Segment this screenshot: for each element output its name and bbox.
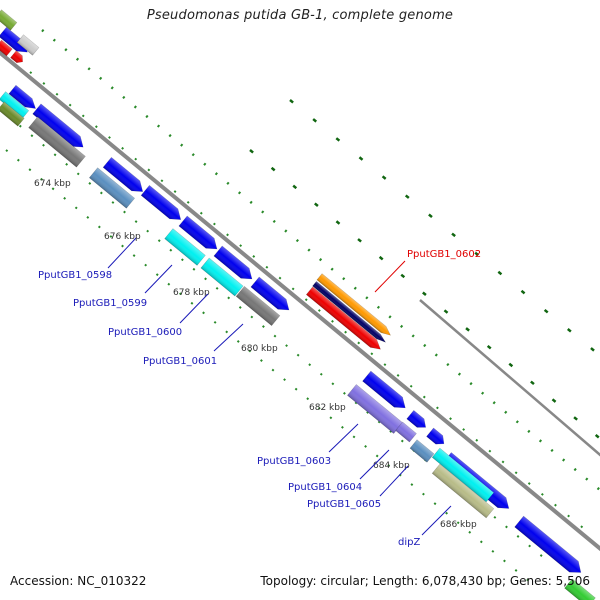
gene-label: PputGB1_0604 [288,482,362,493]
label-leader-line [421,505,452,536]
tick-label: 686 kbp [440,520,477,530]
gene-label: PputGB1_0602 [407,249,481,260]
gene-block [305,286,381,350]
gene-block [431,447,495,503]
gene-block-shade [0,9,17,31]
gene-block [213,245,253,280]
gene-block [250,276,290,311]
gene-block-shade [0,91,29,119]
gene-block [28,116,86,168]
gene-block [312,281,387,343]
tick-label: 678 kbp [173,288,210,298]
tick-label: 676 kbp [104,232,141,242]
label-leader-line [379,465,409,497]
gene-block [140,185,182,220]
tick-label: 674 kbp [34,179,71,189]
gene-block [102,157,144,192]
gene-block-shade [141,185,181,220]
gene-block [200,257,244,297]
tick-label: 682 kbp [309,403,346,413]
gene-block [395,421,417,443]
gene-block-shade [432,448,494,502]
label-leader-line [328,423,359,453]
label-leader-line [213,323,244,352]
gene-block-shade [426,428,444,445]
gene-block [362,370,406,409]
gene-block-shade [8,85,36,109]
gene-block-shade [178,215,217,249]
gene-label: PputGB1_0605 [307,499,381,510]
gc-content-track [29,71,587,531]
outer-tick-track [249,149,600,441]
gene-block-shade [0,40,13,56]
gene-block [316,273,391,336]
gene-block-shade [250,276,289,310]
gene-block-shade [347,384,403,434]
accession-text: Accession: NC_010322 [10,574,147,588]
inner-backbone-line [419,299,600,457]
gene-block [88,167,136,209]
gene-label: dipZ [398,537,420,548]
gene-block-shade [0,27,28,53]
gene-block-shade [164,228,206,266]
gene-block-shade [316,273,391,336]
gene-label: PputGB1_0603 [257,456,331,467]
gene-block-shade [564,578,596,600]
gene-block-shade [395,422,417,442]
gene-block-shade [10,50,23,63]
gene-block [32,103,84,148]
gene-label: PputGB1_0599 [73,298,147,309]
gene-label: PputGB1_0598 [38,270,112,281]
gene-block-shade [89,167,135,209]
gene-block [0,9,18,31]
gene-block-shade [103,157,143,192]
gene-block [514,515,582,573]
backbone-line [0,50,600,552]
map-title: Pseudomonas putida GB-1, complete genome [146,8,454,23]
gene-block [8,84,36,109]
gene-block [235,286,281,326]
gene-block [406,410,427,428]
label-leader-line [144,264,173,294]
gene-block-shade [306,286,381,350]
gene-block-shade [362,371,406,408]
gene-block [409,439,435,463]
gene-label: PputGB1_0601 [143,356,217,367]
topology-text: Topology: circular; Length: 6,078,430 bp… [260,574,590,588]
gene-block-shade [410,439,434,463]
gene-block-shade [32,103,84,148]
gene-block [0,39,13,57]
gene-block [0,91,30,119]
gene-block [10,50,23,64]
gene-block-shade [312,281,386,343]
gene-block-shade [200,257,244,297]
ruler-track [5,149,532,584]
gene-block [431,463,495,519]
label-leader-line [179,293,209,324]
gene-block [564,578,596,600]
outer-tick-track-2 [289,99,600,358]
label-leader-line [107,237,137,269]
gene-block-shade [213,245,252,279]
gene-block [178,215,218,250]
gc-skew-track [41,29,600,492]
gene-block [164,228,206,266]
label-leader-line [374,260,406,293]
gene-block [16,34,40,56]
gene-block [0,101,25,127]
gene-block-shade [0,101,25,127]
label-leader-line [359,449,390,480]
gene-block-shade [28,116,86,168]
gene-label: PputGB1_0600 [108,327,182,338]
gene-block-shade [514,516,581,573]
gene-block-shade [406,410,426,428]
tick-label: 680 kbp [241,344,278,354]
gene-block-shade [17,34,39,56]
gene-block-shade [432,464,494,518]
tick-label: 684 kbp [373,461,410,471]
gene-block-shade [236,286,280,326]
gene-block [426,427,445,445]
